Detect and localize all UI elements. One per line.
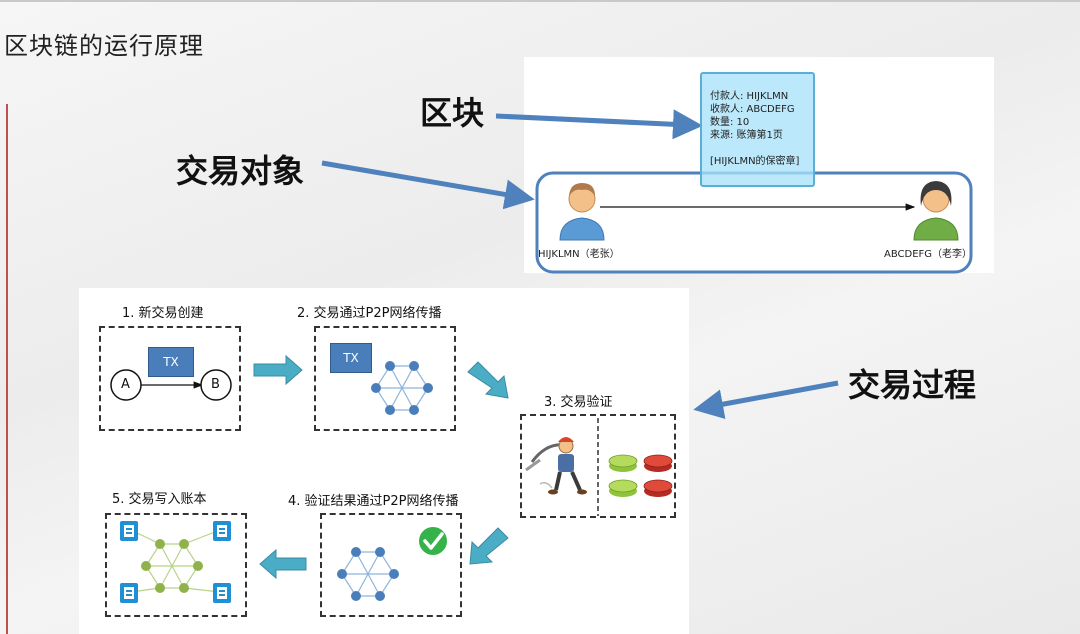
block-source: 来源: 账簿第1页 <box>710 130 783 141</box>
step1-box <box>99 326 241 431</box>
step5-box <box>105 513 247 617</box>
label-transaction-process: 交易过程 <box>848 366 977 404</box>
block-card: 付款人: HIJKLMN 收款人: ABCDEFG 数量: 10 来源: 账簿第… <box>700 72 815 187</box>
block-seal: [HIJKLMN的保密章] <box>710 156 800 167</box>
miner-icon <box>525 437 587 495</box>
person-female-icon <box>913 181 959 241</box>
step2-title: 2. 交易通过P2P网络传播 <box>297 306 442 321</box>
router-icon-red-1 <box>643 454 673 472</box>
label-block: 区块 <box>420 94 485 132</box>
block-amount: 数量: 10 <box>710 117 750 128</box>
step5-title: 5. 交易写入账本 <box>112 492 207 507</box>
payee-name: ABCDEFG（老李） <box>884 249 973 260</box>
block-payer: 付款人: HIJKLMN <box>710 91 789 102</box>
left-accent-line <box>6 104 8 634</box>
network-nodes-step2 <box>371 361 433 415</box>
step4-box <box>320 513 462 617</box>
flow-arrow-1-2 <box>253 354 303 386</box>
top-rule <box>0 0 1080 2</box>
page-title: 区块链的运行原理 <box>4 32 204 60</box>
network-nodes-step4 <box>337 547 399 601</box>
ledger-icon-3 <box>120 583 138 603</box>
node-a-label: A <box>121 377 130 392</box>
tx-box-step2: TX <box>330 343 372 373</box>
router-icon-green-1 <box>608 454 638 472</box>
node-a <box>110 369 142 401</box>
step3-box <box>520 414 676 518</box>
flow-arrow-4-5 <box>259 548 307 580</box>
ledger-icon-2 <box>213 521 231 541</box>
step3-title: 3. 交易验证 <box>544 395 613 410</box>
flow-arrow-3-4 <box>469 527 509 565</box>
router-icon-red-2 <box>643 479 673 497</box>
tx-box-step1: TX <box>148 347 194 377</box>
ledger-icon-4 <box>213 583 231 603</box>
router-icon-green-2 <box>608 479 638 497</box>
check-icon <box>417 525 449 557</box>
ledger-nodes <box>141 539 203 593</box>
step4-title: 4. 验证结果通过P2P网络传播 <box>288 494 459 509</box>
block-pointer-arrow <box>495 109 703 140</box>
label-transaction-object: 交易对象 <box>176 152 305 190</box>
flow-arrow-2-3 <box>467 361 509 399</box>
step2-box <box>314 326 456 431</box>
person-male-icon <box>559 183 605 241</box>
node-b <box>200 369 232 401</box>
step1-title: 1. 新交易创建 <box>122 306 204 321</box>
tx-object-pointer-arrow <box>321 160 535 210</box>
block-payee: 收款人: ABCDEFG <box>710 104 795 115</box>
process-panel <box>79 288 689 634</box>
ledger-icon-1 <box>120 521 138 541</box>
payer-name: HIJKLMN（老张） <box>538 249 620 260</box>
node-b-label: B <box>211 377 220 392</box>
process-pointer-arrow <box>693 380 839 420</box>
